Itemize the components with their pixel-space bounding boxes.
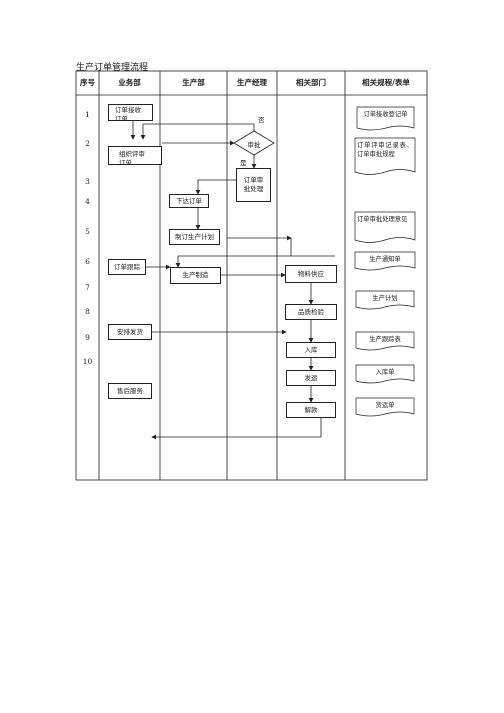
- doc-shape-6: [355, 331, 415, 351]
- doc-shape-2: [354, 137, 416, 175]
- after-sales-box: 售后服务: [108, 383, 152, 399]
- page-title: 生产订单管理流程: [76, 63, 149, 73]
- make-plan-box: 制订生产计划: [169, 229, 220, 245]
- doc-shape-7: [355, 364, 415, 384]
- header-related: 相关部门: [296, 77, 326, 87]
- header-manager: 生产经理: [237, 77, 267, 87]
- doc-tracking-sheet: 生产跟踪表: [369, 336, 401, 343]
- quality-check-box: 品质检验: [285, 304, 337, 320]
- row-number: 4: [85, 197, 90, 206]
- row-number: 7: [85, 283, 90, 292]
- row-number: 6: [85, 257, 90, 266]
- document-shapes: [354, 106, 416, 417]
- reject-label: 否: [258, 116, 265, 124]
- issue-order-box: 下达订单: [169, 194, 209, 208]
- approve-decision-label: 审批: [247, 141, 261, 149]
- approval-decision-diamond: [233, 130, 275, 156]
- warehousing-box: 入库: [286, 342, 336, 358]
- flow-connectors: [130, 120, 335, 440]
- review-order-box: 组织评审订单: [108, 146, 162, 165]
- arrange-shipping-box: 安排发货: [108, 324, 152, 340]
- receive-order-box: 订单接收订单: [108, 104, 153, 121]
- header-forms: 相关规程/表单: [362, 77, 410, 87]
- payment-box: 解款: [286, 402, 336, 418]
- doc-shape-5: [355, 290, 415, 310]
- order-tracking-box: 订单跟踪: [108, 259, 146, 275]
- material-supply-box: 物料供应: [285, 265, 337, 283]
- shipping-box: 发运: [286, 370, 336, 386]
- row-number: 8: [85, 307, 90, 316]
- header-sales: 业务部: [118, 77, 141, 87]
- row-number: 9: [85, 333, 90, 342]
- row-number: 10: [82, 357, 93, 366]
- yes-label: 是: [240, 159, 247, 167]
- doc-shape-3: [354, 211, 416, 243]
- table-grid: [75, 70, 428, 481]
- row-number: 3: [85, 177, 90, 186]
- row-number: 1: [85, 110, 90, 119]
- doc-production-notice: 生产通知单: [369, 256, 401, 263]
- doc-warehouse-receipt: 入库单: [375, 369, 395, 376]
- approval-handling-box: 订单审批处理: [236, 168, 271, 202]
- doc-order-register: 订单接收登记单: [363, 111, 408, 118]
- row-number: 5: [85, 227, 90, 236]
- doc-approval-opinion: 订单审批处理意见: [357, 216, 408, 223]
- doc-shape-1: [356, 106, 415, 131]
- header-production: 生产部: [182, 77, 205, 87]
- manufacturing-box: 生产制造: [170, 267, 221, 284]
- doc-shape-8: [355, 397, 415, 417]
- row-number: 2: [85, 139, 90, 148]
- doc-production-plan: 生产计划: [372, 295, 398, 302]
- doc-freight-bill: 货运单: [375, 402, 395, 409]
- header-seq: 序号: [80, 77, 95, 87]
- doc-review-record: 订单评审记录表、订单审批规程: [357, 142, 413, 159]
- doc-shape-4: [354, 251, 416, 271]
